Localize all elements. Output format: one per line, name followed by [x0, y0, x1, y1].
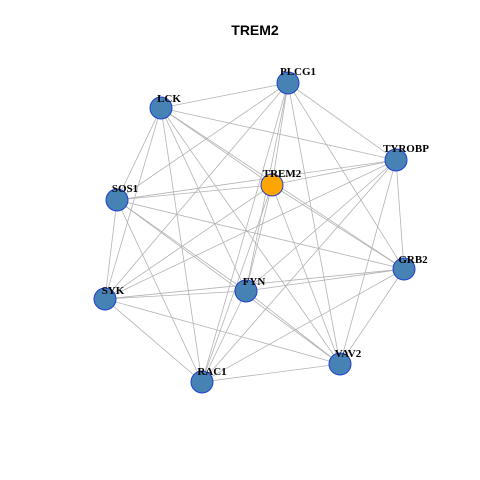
edge-sos1-rac1 [116, 199, 203, 383]
node-vav2 [328, 352, 352, 376]
edge-plcg1-vav2 [287, 82, 341, 365]
edge-syk-rac1 [104, 298, 203, 383]
node-syk [93, 287, 117, 311]
edge-tyrobp-trem2 [271, 159, 397, 186]
node-layer [93, 71, 416, 394]
edge-trem2-rac1 [201, 184, 273, 383]
edge-layer [104, 82, 405, 383]
edge-syk-vav2 [104, 298, 341, 365]
node-label-grb2: GRB2 [398, 254, 428, 266]
node-trem2 [260, 173, 284, 197]
edge-grb2-vav2 [339, 268, 405, 365]
edge-tyrobp-syk [104, 159, 397, 300]
edge-lck-fyn [160, 107, 247, 292]
edge-fyn-rac1 [201, 290, 247, 383]
edge-fyn-vav2 [245, 290, 341, 365]
node-lck [149, 96, 173, 120]
edge-sos1-grb2 [116, 199, 405, 270]
edge-trem2-sos1 [116, 184, 273, 201]
edge-vav2-rac1 [201, 363, 341, 383]
edge-lck-sos1 [116, 107, 162, 201]
edge-trem2-vav2 [271, 184, 341, 365]
edge-trem2-fyn [245, 184, 273, 292]
figure-title: TREM2 [231, 22, 279, 38]
edge-tyrobp-grb2 [395, 159, 405, 270]
node-tyrobp [384, 148, 408, 172]
node-label-fyn: FYN [243, 276, 266, 288]
node-rac1 [190, 370, 214, 394]
node-label-tyrobp: TYROBP [383, 143, 429, 155]
node-fyn [234, 279, 258, 303]
edge-lck-tyrobp [160, 107, 397, 161]
edge-plcg1-trem2 [271, 82, 289, 186]
node-label-lck: LCK [157, 93, 181, 105]
edge-lck-trem2 [160, 107, 273, 186]
node-label-trem2: TREM2 [263, 168, 302, 180]
edge-fyn-syk [104, 290, 247, 300]
edge-plcg1-grb2 [287, 82, 405, 270]
edge-tyrobp-sos1 [116, 159, 397, 201]
edge-sos1-fyn [116, 199, 247, 292]
edge-plcg1-tyrobp [287, 82, 397, 161]
edge-grb2-fyn [245, 268, 405, 292]
node-label-rac1: RAC1 [197, 366, 226, 378]
edge-plcg1-syk [104, 82, 289, 300]
node-plcg1 [276, 71, 300, 95]
node-grb2 [392, 257, 416, 281]
edge-grb2-rac1 [201, 268, 405, 383]
node-label-plcg1: PLCG1 [280, 66, 316, 78]
edge-lck-rac1 [160, 107, 203, 383]
node-label-sos1: SOS1 [112, 183, 138, 195]
edge-trem2-grb2 [271, 184, 405, 270]
edge-sos1-syk [104, 199, 118, 300]
node-label-syk: SYK [102, 285, 125, 297]
edge-trem2-syk [104, 184, 273, 300]
edge-lck-plcg1 [160, 82, 289, 109]
edge-tyrobp-vav2 [339, 159, 397, 365]
edge-sos1-vav2 [116, 199, 341, 365]
node-sos1 [105, 188, 129, 212]
edge-lck-vav2 [160, 107, 341, 365]
node-label-vav2: VAV2 [335, 348, 362, 360]
edge-tyrobp-fyn [245, 159, 397, 292]
edge-tyrobp-rac1 [201, 159, 397, 383]
edge-plcg1-sos1 [116, 82, 289, 201]
